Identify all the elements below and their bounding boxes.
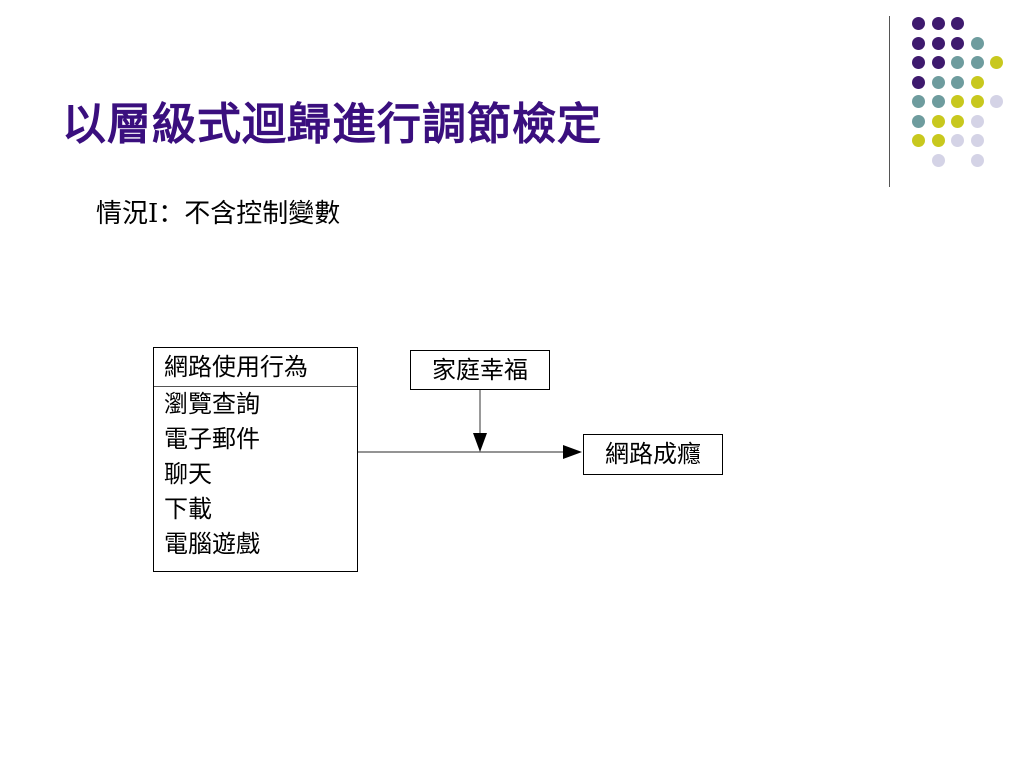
decorative-dot (931, 17, 945, 30)
decorative-dot (931, 153, 945, 167)
slide-title: 以層級式迴歸進行調節檢定 (62, 99, 602, 150)
decorative-dot (951, 36, 964, 50)
decorative-dot (912, 114, 925, 128)
decorative-dot (970, 134, 984, 147)
decorative-dot (951, 17, 964, 30)
predictor-header: 網路使用行為 (154, 348, 357, 387)
decorative-dot (912, 95, 925, 108)
decorative-dot (912, 17, 925, 30)
decorative-dot (970, 114, 984, 128)
decorative-dot (931, 95, 945, 108)
decorative-dot (990, 95, 1003, 108)
decorative-dot (912, 36, 925, 50)
decorative-dot (931, 36, 945, 50)
decorative-dot-grid (900, 14, 1010, 167)
decorative-dot (951, 56, 964, 69)
decorative-dot (970, 75, 984, 89)
decorative-dot (990, 56, 1003, 69)
decorative-dot (912, 56, 925, 69)
predictor-item: 瀏覽查詢 (164, 390, 260, 418)
predictor-box: 網路使用行為 瀏覽查詢 電子郵件 聊天 下載 電腦遊戲 (153, 347, 358, 572)
decorative-dot (931, 114, 945, 128)
decorative-dot (970, 56, 984, 69)
decorative-dot (912, 75, 925, 89)
decorative-dot (970, 95, 984, 108)
predictor-item: 下載 (164, 495, 212, 523)
moderator-arrowhead (473, 433, 487, 452)
slide-subtitle: 情況I：不含控制變數 (96, 199, 341, 229)
decorative-dot (951, 114, 964, 128)
decorative-dot (970, 153, 984, 167)
decorative-dot (951, 95, 964, 108)
outcome-box: 網路成癮 (583, 434, 723, 475)
decorative-dot (931, 56, 945, 69)
decorative-dot (951, 75, 964, 89)
predictor-item: 聊天 (164, 460, 212, 488)
decorative-dot (951, 134, 964, 147)
moderator-box: 家庭幸福 (410, 350, 550, 390)
decorative-dot (912, 134, 925, 147)
predictor-item: 電子郵件 (164, 425, 260, 453)
decorative-dot (931, 75, 945, 89)
decorative-dot (931, 134, 945, 147)
predictor-item: 電腦遊戲 (164, 530, 260, 558)
decorative-dot (970, 36, 984, 50)
vertical-divider (889, 16, 890, 187)
predictor-item-list: 瀏覽查詢 電子郵件 聊天 下載 電腦遊戲 (154, 387, 357, 562)
main-effect-arrowhead (563, 445, 582, 459)
